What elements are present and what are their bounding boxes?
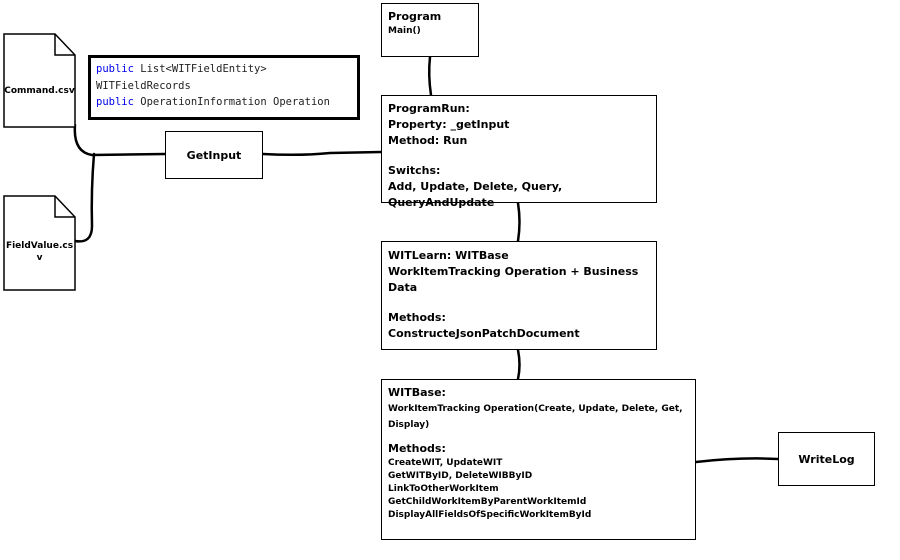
witlearn-desc-line1: WorkItemTracking Operation + Business	[388, 265, 639, 278]
witbase-method-item: CreateWIT, UpdateWIT	[388, 458, 503, 468]
witlearn-title: WITLearn: WITBase	[388, 249, 509, 262]
program-box: Program Main()	[381, 3, 479, 57]
code-keyword: public	[96, 96, 134, 108]
wire-program-programrun	[427, 55, 433, 97]
code-keyword: public	[96, 63, 134, 75]
witbase-box: WITBase: WorkItemTracking Operation(Crea…	[381, 379, 696, 540]
wire-witlearn-witbase	[516, 348, 521, 381]
file-icon	[3, 195, 76, 291]
witlearn-desc-line2: Data	[388, 281, 418, 294]
getinput-box: GetInput	[165, 131, 263, 179]
witbase-method-item: GetWITByID, DeleteWIBByID	[388, 471, 533, 481]
program-title: Program	[388, 10, 442, 23]
wire-getinput-programrun	[261, 150, 383, 157]
wire-witbase-writelog	[694, 457, 780, 464]
program-method: Main()	[388, 26, 421, 36]
wire-command-getinput	[73, 123, 167, 157]
code-text: OperationInformation Operation	[140, 96, 330, 108]
wire-programrun-witlearn	[516, 201, 521, 243]
code-line-1: public List<WITFieldEntity>	[96, 61, 357, 78]
code-line-2: WITFieldRecords	[96, 79, 191, 92]
wire-fieldvalue-getinput	[73, 152, 96, 243]
writelog-label: WriteLog	[798, 452, 855, 466]
code-snippet: public List<WITFieldEntity> WITFieldReco…	[88, 55, 360, 120]
witlearn-box: WITLearn: WITBase WorkItemTracking Opera…	[381, 241, 657, 350]
programrun-box: ProgramRun: Property: _getInput Method: …	[381, 95, 657, 209]
witbase-title: WITBase:	[388, 386, 446, 399]
spacer	[388, 149, 650, 163]
witbase-desc-line2: Display)	[388, 420, 430, 430]
witbase-method-item: LinkToOtherWorkItem	[388, 484, 499, 494]
witlearn-methods-title: Methods:	[388, 311, 446, 324]
getinput-label: GetInput	[186, 148, 242, 162]
witbase-method-item: DisplayAllFieldsOfSpecificWorkItemById	[388, 510, 592, 520]
spacer	[388, 433, 689, 441]
file-icon	[3, 33, 76, 128]
fieldvalue-csv-file: FieldValue.cs v	[3, 195, 76, 291]
witlearn-methods: ConstructeJsonPatchDocument	[388, 327, 580, 340]
witbase-methods-title: Methods:	[388, 442, 446, 455]
programrun-switchs-title: Switchs:	[388, 164, 441, 177]
programrun-method: Method: Run	[388, 134, 468, 147]
witbase-method-item: GetChildWorkItemByParentWorkItemId	[388, 497, 587, 507]
fieldvalue-csv-label-line1: FieldValue.cs	[5, 241, 74, 251]
fieldvalue-csv-label: FieldValue.cs v	[3, 240, 76, 264]
code-line-3: public OperationInformation Operation	[96, 94, 357, 111]
writelog-box: WriteLog	[778, 432, 875, 486]
spacer	[388, 296, 650, 310]
command-csv-file: Command.csv	[3, 33, 76, 128]
programrun-title: ProgramRun:	[388, 102, 470, 115]
programrun-property: Property: _getInput	[388, 118, 510, 131]
code-text: List<WITFieldEntity>	[140, 63, 267, 75]
witbase-desc-line1: WorkItemTracking Operation(Create, Updat…	[388, 404, 683, 414]
command-csv-label: Command.csv	[4, 86, 75, 96]
programrun-switchs: Add, Update, Delete, Query, QueryAndUpda…	[388, 180, 563, 209]
fieldvalue-csv-label-line2: v	[36, 253, 43, 263]
